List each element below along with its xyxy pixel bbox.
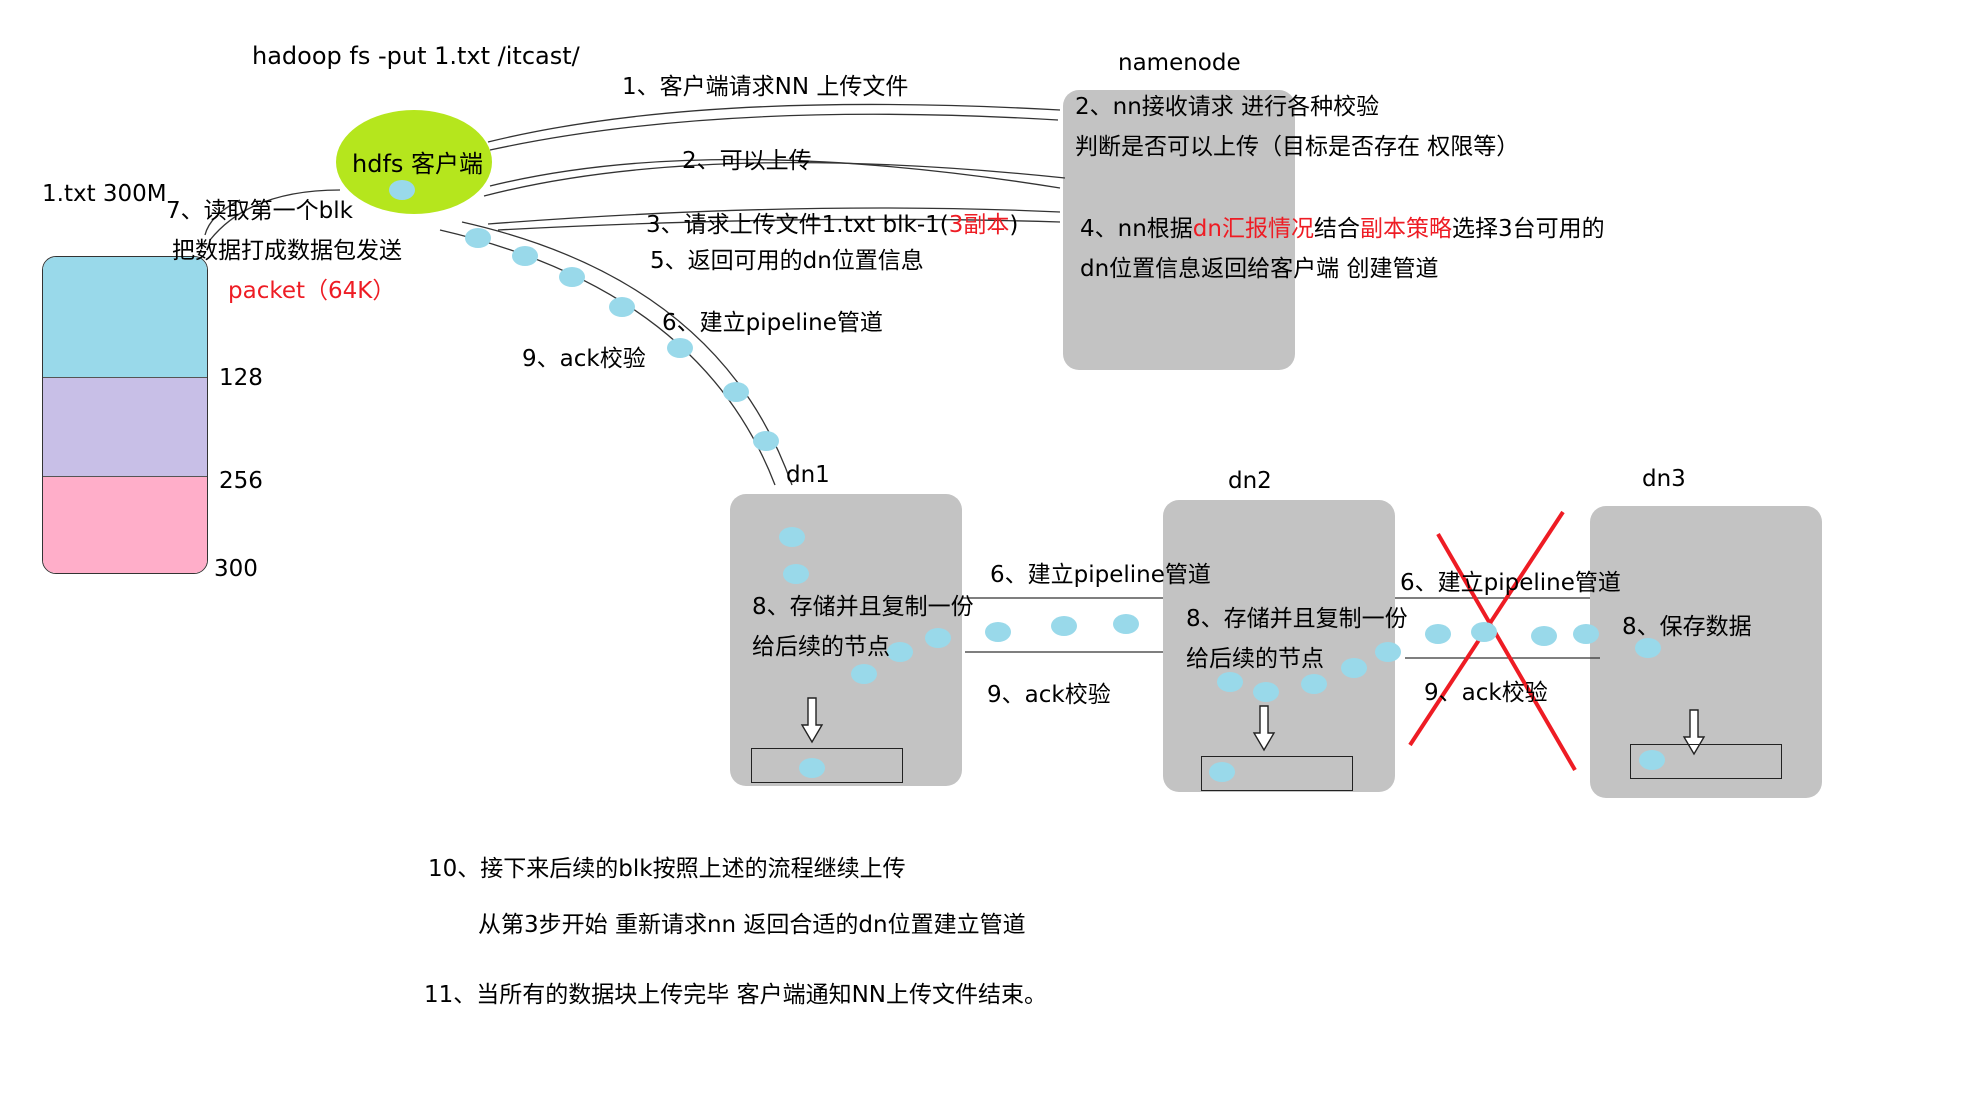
- step7-label-2: 把数据打成数据包发送: [172, 238, 402, 264]
- dn2-step8-line2: 给后续的节点: [1186, 646, 1324, 672]
- step3-replicas: 3副本: [948, 212, 1010, 238]
- step4-part-2: dn汇报情况: [1192, 216, 1314, 242]
- step4-part-3: 结合: [1313, 216, 1360, 242]
- dn1-title: dn1: [786, 462, 830, 488]
- step4-part-5: 选择3台可用的: [1451, 216, 1605, 242]
- dn3-storage-arrow: [1682, 709, 1706, 756]
- packet-dot: [851, 664, 877, 684]
- dn1-storage-arrow: [800, 697, 824, 744]
- step3-pre: 3、请求上传文件1.txt blk-1(: [646, 212, 949, 238]
- namenode-step2: 2、nn接收请求 进行各种校验: [1075, 94, 1380, 120]
- packet-dot: [1639, 750, 1665, 770]
- reply-curve-1: [483, 161, 1066, 197]
- dn2-box: [1163, 500, 1395, 792]
- packet-dot: [559, 267, 585, 287]
- namenode-step4: 4、nn根据dn汇报情况结合副本策略选择3台可用的: [1080, 218, 1605, 241]
- packet-dot: [1217, 672, 1243, 692]
- packet-dot: [1253, 682, 1279, 702]
- packet-dot: [1113, 614, 1139, 634]
- file-tick-128: 128: [219, 365, 263, 391]
- upload-request-curve-2: [497, 218, 1061, 231]
- dn1-dn2-pipeline-label: 6、建立pipeline管道: [990, 562, 1211, 588]
- packet-dot: [1425, 624, 1451, 644]
- packet-dot: [1471, 622, 1497, 642]
- packet-dot: [512, 246, 538, 266]
- file-label: 1.txt 300M: [42, 181, 167, 207]
- hdfs-client-node: [336, 110, 492, 214]
- packet-dot: [1051, 616, 1077, 636]
- dn3-storage-rect: [1630, 744, 1782, 779]
- packet-size-label: packet（64K）: [228, 278, 396, 304]
- packet-dot: [1375, 642, 1401, 662]
- note-step11: 11、当所有的数据块上传完毕 客户端通知NN上传文件结束。: [424, 982, 1047, 1008]
- packet-dot: [1635, 638, 1661, 658]
- file-block-2: [43, 378, 207, 477]
- packet-dot: [1531, 626, 1557, 646]
- file-tick-256: 256: [219, 468, 263, 494]
- hdfs-client-label: hdfs 客户端: [352, 150, 484, 178]
- step2-label: 2、可以上传: [682, 148, 812, 174]
- dn3-step8: 8、保存数据: [1622, 614, 1752, 640]
- step1-label: 1、客户端请求NN 上传文件: [622, 74, 909, 100]
- dn1-step8: 8、存储并且复制一份: [752, 594, 974, 620]
- step9-label: 9、ack校验: [522, 346, 646, 372]
- packet-dot: [1573, 624, 1599, 644]
- packet-dot: [779, 527, 805, 547]
- dn1-dn2-ack-label: 9、ack校验: [987, 682, 1111, 708]
- namenode-check: 判断是否可以上传（目标是否存在 权限等）: [1075, 134, 1520, 160]
- step4-part-4: 副本策略: [1359, 216, 1452, 242]
- dn1-storage-rect: [751, 748, 903, 783]
- packet-dot: [389, 180, 415, 200]
- request-curve-2: [489, 113, 1059, 151]
- packet-dot: [925, 628, 951, 648]
- packet-dot: [465, 228, 491, 248]
- client-file-hook: [209, 189, 341, 241]
- dn1-box: [730, 494, 962, 786]
- packet-dot: [887, 642, 913, 662]
- step6-label: 6、建立pipeline管道: [662, 310, 883, 336]
- pipeline-curve-1: [439, 229, 776, 486]
- dn2-storage-rect: [1201, 756, 1353, 791]
- dn2-step8: 8、存储并且复制一份: [1186, 606, 1408, 632]
- step7-label: 7、读取第一个blk: [166, 198, 353, 224]
- packet-dot: [609, 297, 635, 317]
- packet-dot: [1301, 674, 1327, 694]
- packet-dot: [799, 758, 825, 778]
- namenode-title: namenode: [1118, 50, 1241, 76]
- dn3-title: dn3: [1642, 466, 1686, 492]
- request-curve-1: [487, 103, 1061, 143]
- packet-dot: [723, 382, 749, 402]
- step3-post: ): [1009, 212, 1019, 238]
- file-block-3: [43, 477, 207, 573]
- packet-dot: [985, 622, 1011, 642]
- client-file-hook-2: [204, 199, 241, 236]
- dn3-box: [1590, 506, 1822, 798]
- namenode-step4-line2: dn位置信息返回给客户端 创建管道: [1080, 256, 1439, 282]
- note-step10-detail: 从第3步开始 重新请求nn 返回合适的dn位置建立管道: [478, 912, 1026, 938]
- packet-dot: [1341, 658, 1367, 678]
- packet-dot: [1209, 762, 1235, 782]
- file-block-1: [43, 257, 207, 378]
- dn2-dn3-ack-label: 9、ack校验: [1424, 680, 1548, 706]
- note-step10: 10、接下来后续的blk按照上述的流程继续上传: [428, 856, 906, 882]
- dn2-title: dn2: [1228, 468, 1272, 494]
- dn1-step8-line2: 给后续的节点: [752, 634, 890, 660]
- packet-dot: [783, 564, 809, 584]
- command-text: hadoop fs -put 1.txt /itcast/: [252, 42, 580, 70]
- upload-request-curve-1: [487, 207, 1061, 225]
- step3-label: 3、请求上传文件1.txt blk-1(3副本): [646, 214, 1018, 237]
- file-block-bar: [42, 256, 208, 574]
- file-tick-300: 300: [214, 556, 258, 582]
- step4-part-1: 4、nn根据: [1080, 216, 1193, 242]
- namenode-box: [1063, 90, 1295, 370]
- packet-dot: [753, 431, 779, 451]
- dn2-storage-arrow: [1252, 705, 1276, 752]
- step5-label: 5、返回可用的dn位置信息: [650, 248, 924, 274]
- packet-dot: [667, 338, 693, 358]
- reply-curve-2: [489, 158, 1061, 189]
- dn2-dn3-pipeline-label: 6、建立pipeline管道: [1400, 570, 1621, 596]
